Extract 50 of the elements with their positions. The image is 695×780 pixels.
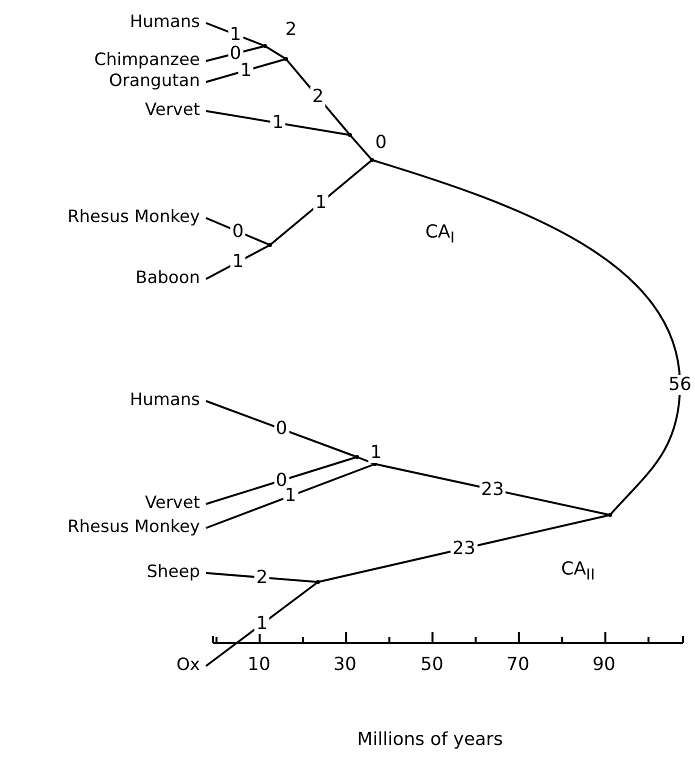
branch-line [206, 244, 270, 280]
branch-line [349, 134, 373, 161]
species-label: Vervet [145, 100, 200, 120]
branch-point [268, 243, 272, 247]
species-label: Humans [130, 390, 200, 410]
axis-title: Millions of years [357, 729, 503, 751]
branch-point [316, 580, 320, 584]
branch-line [206, 45, 266, 62]
branch-point [284, 57, 288, 61]
enzyme-label: CA$_{II}$ [561, 558, 595, 586]
branch-point [370, 158, 374, 162]
branch-line [206, 110, 350, 136]
species-label: Chimpanzee [94, 50, 200, 70]
branch-line [318, 514, 610, 583]
tick-label: 10 [248, 654, 270, 676]
branch-line [206, 572, 318, 583]
tick-label: 70 [506, 654, 530, 676]
branch-line [206, 463, 376, 529]
branch-line [269, 159, 373, 246]
species-label: Rhesus Monkey [67, 517, 200, 537]
tick-label: 90 [592, 654, 616, 676]
branch-line [356, 456, 376, 465]
branch-line [372, 159, 681, 516]
branch-line [205, 581, 319, 667]
tick-label: 50 [420, 654, 444, 676]
branch-line [374, 463, 610, 516]
branch-line [206, 22, 266, 47]
species-label: Vervet [145, 493, 200, 513]
branch-length-label: 1 [254, 614, 270, 634]
species-label: Ox [176, 655, 200, 675]
branch-length-label: 2 [310, 87, 326, 107]
branch-length-label: 56 [666, 375, 694, 395]
branch-point [355, 455, 359, 459]
branch-line [206, 58, 286, 83]
species-label: Baboon [136, 268, 200, 288]
branch-point [608, 513, 612, 517]
branch-line [285, 58, 351, 136]
branch-line [206, 217, 270, 246]
enzyme-label: CA$_{I}$ [425, 222, 455, 248]
branch-line [206, 400, 358, 458]
branch-line [206, 456, 358, 505]
branch-line [264, 45, 287, 60]
tick-label: 30 [334, 654, 356, 676]
species-label: Rhesus Monkey [67, 207, 200, 227]
species-label: Orangutan [109, 71, 200, 91]
branch-point [348, 133, 352, 137]
species-label: Sheep [146, 562, 200, 582]
species-label: Humans [130, 12, 200, 32]
branch-point [263, 44, 267, 48]
branch-length-label: 1 [313, 192, 329, 212]
